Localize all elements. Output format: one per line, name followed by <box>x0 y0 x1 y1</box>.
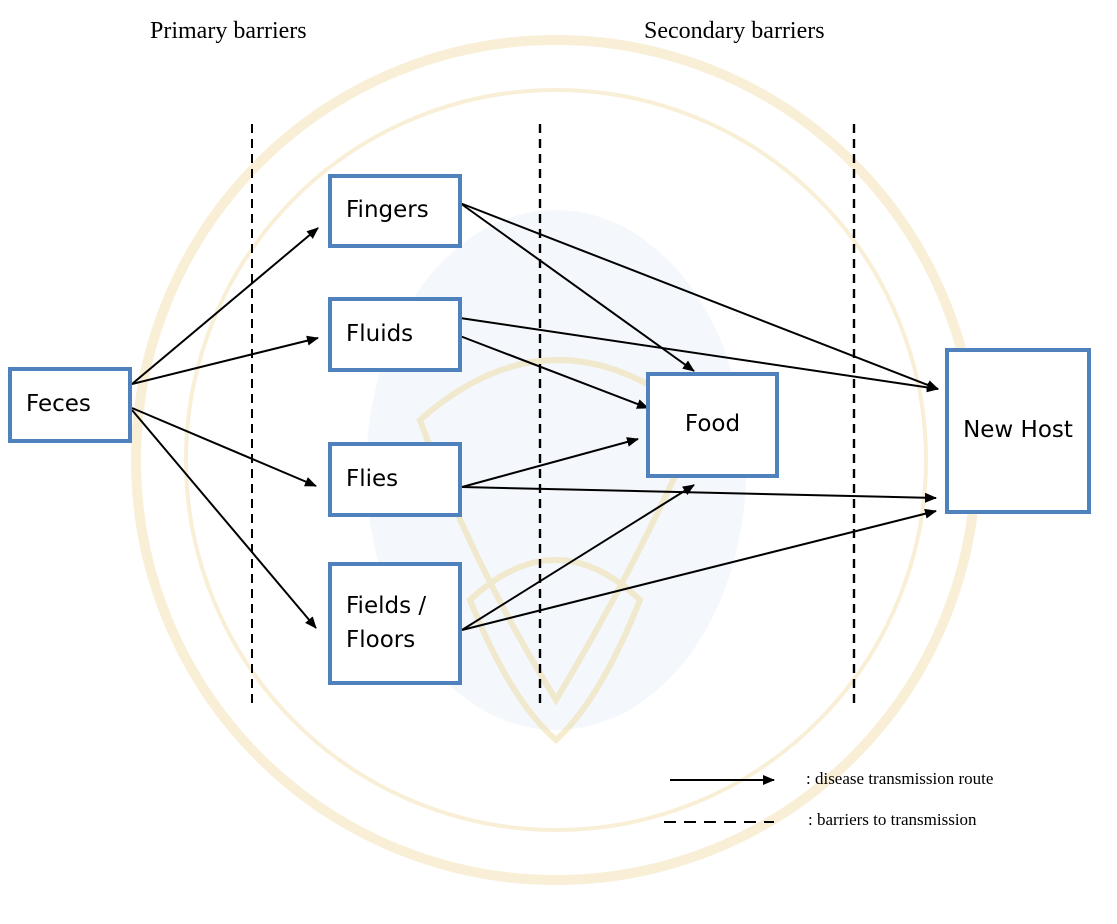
arrow-feces-fingers <box>131 227 319 385</box>
arrow-fields-floors-new-host <box>461 508 937 631</box>
node-food-label: Food <box>684 411 741 438</box>
node-flies-label: Flies <box>346 465 399 492</box>
node-new-host-label: New Host <box>963 417 1073 444</box>
arrow-feces-fluids <box>131 335 319 385</box>
arrow-feces-fields-floors <box>131 409 317 629</box>
node-fluids-label: Fluids <box>346 320 414 347</box>
legend-dashed-label: : barriers to transmission <box>808 810 977 829</box>
node-flies: Flies <box>328 442 462 517</box>
node-fields-floors: Fields / Floors <box>328 562 462 685</box>
arrow-fluids-food <box>459 335 649 409</box>
arrow-fingers-food <box>459 202 695 372</box>
arrow-fields-floors-food <box>461 484 695 631</box>
primary-barriers-heading: Primary barriers <box>150 18 307 44</box>
arrow-feces-flies <box>131 407 317 487</box>
arrow-fingers-new-host <box>459 202 939 390</box>
node-feces-label: Feces <box>26 391 91 418</box>
node-fingers-label: Fingers <box>346 197 429 224</box>
node-fields-floors-label: Fields / Floors <box>346 593 427 653</box>
node-new-host: New Host <box>945 348 1091 514</box>
node-fluids: Fluids <box>328 297 462 372</box>
arrow-flies-new-host <box>461 486 937 503</box>
legend-arrow-label: : disease transmission route <box>806 769 994 788</box>
node-food: Food <box>646 372 779 478</box>
arrow-fluids-new-host <box>459 317 939 393</box>
arrow-flies-food <box>461 437 639 488</box>
secondary-barriers-heading: Secondary barriers <box>644 18 825 44</box>
node-feces: Feces <box>8 367 132 443</box>
node-fingers: Fingers <box>328 174 462 248</box>
